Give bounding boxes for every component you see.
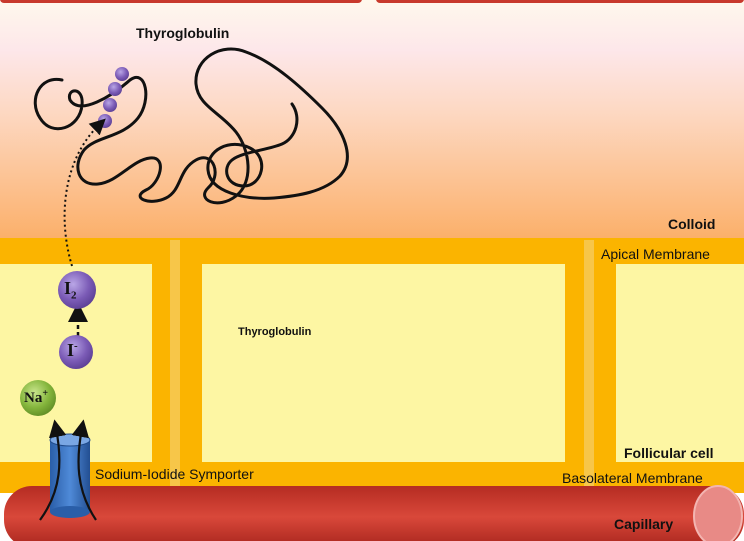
iodine-base: I: [64, 278, 71, 298]
iodine-label: I2: [64, 278, 77, 302]
cell-thyroglobulin-label: Thyroglobulin: [238, 326, 311, 338]
iodine-bead-1: [115, 67, 129, 81]
capillary-label: Capillary: [614, 516, 673, 532]
capillary-opening: [694, 486, 742, 541]
sodium-base: Na: [24, 390, 42, 406]
top-capillary-left: [0, 0, 362, 3]
colloid-region: [0, 0, 744, 250]
sodium-superscript: +: [42, 388, 48, 399]
iodide-superscript: -: [74, 340, 78, 352]
iodine-bead-3: [103, 98, 117, 112]
basolateral-membrane-label: Basolateral Membrane: [562, 470, 703, 486]
sodium-iodide-symporter-label: Sodium-Iodide Symporter: [95, 466, 254, 482]
sodium-iodide-symporter-channel: [50, 434, 90, 518]
follicular-cell-right: [616, 264, 744, 462]
iodine-bead-4: [98, 114, 112, 128]
iodine-subscript: 2: [71, 290, 77, 302]
sodium-label: Na+: [24, 388, 48, 407]
follicular-cell-middle: [202, 264, 565, 462]
capillary-vessel: [4, 486, 744, 541]
colloid-label: Colloid: [668, 216, 715, 232]
apical-membrane-label: Apical Membrane: [601, 246, 710, 262]
iodine-bead-2: [108, 82, 122, 96]
iodide-base: I: [67, 340, 74, 360]
thyroglobulin-title: Thyroglobulin: [136, 25, 229, 41]
top-capillary-right: [376, 0, 744, 3]
iodide-label: I-: [67, 340, 78, 361]
cell-gap-1: [170, 240, 180, 488]
cell-gap-2: [584, 240, 594, 488]
follicular-cell-label: Follicular cell: [624, 445, 713, 461]
